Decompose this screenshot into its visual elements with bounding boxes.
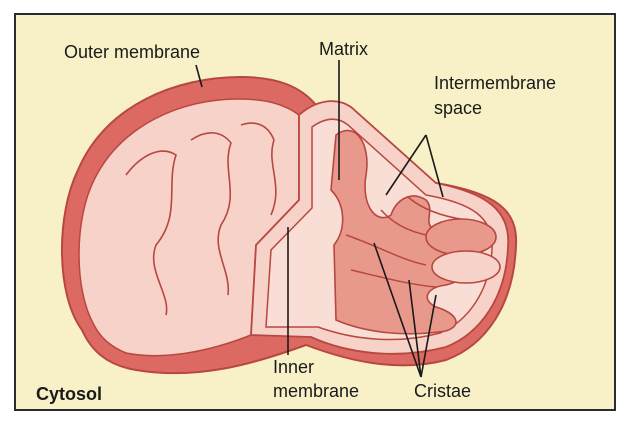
label-inner-membrane-line1: Inner <box>273 355 314 379</box>
label-intermembrane-line1: Intermembrane <box>434 71 556 95</box>
crista-disk-1 <box>426 219 496 255</box>
label-cytosol: Cytosol <box>36 382 102 406</box>
label-matrix: Matrix <box>319 37 368 61</box>
mitochondrion-figure: Outer membrane Matrix Intermembrane spac… <box>14 13 616 411</box>
label-intermembrane-line2: space <box>434 96 482 120</box>
label-outer-membrane: Outer membrane <box>64 40 200 64</box>
label-cristae: Cristae <box>414 379 471 403</box>
label-inner-membrane-line2: membrane <box>273 379 359 403</box>
crista-disk-2 <box>432 251 500 283</box>
